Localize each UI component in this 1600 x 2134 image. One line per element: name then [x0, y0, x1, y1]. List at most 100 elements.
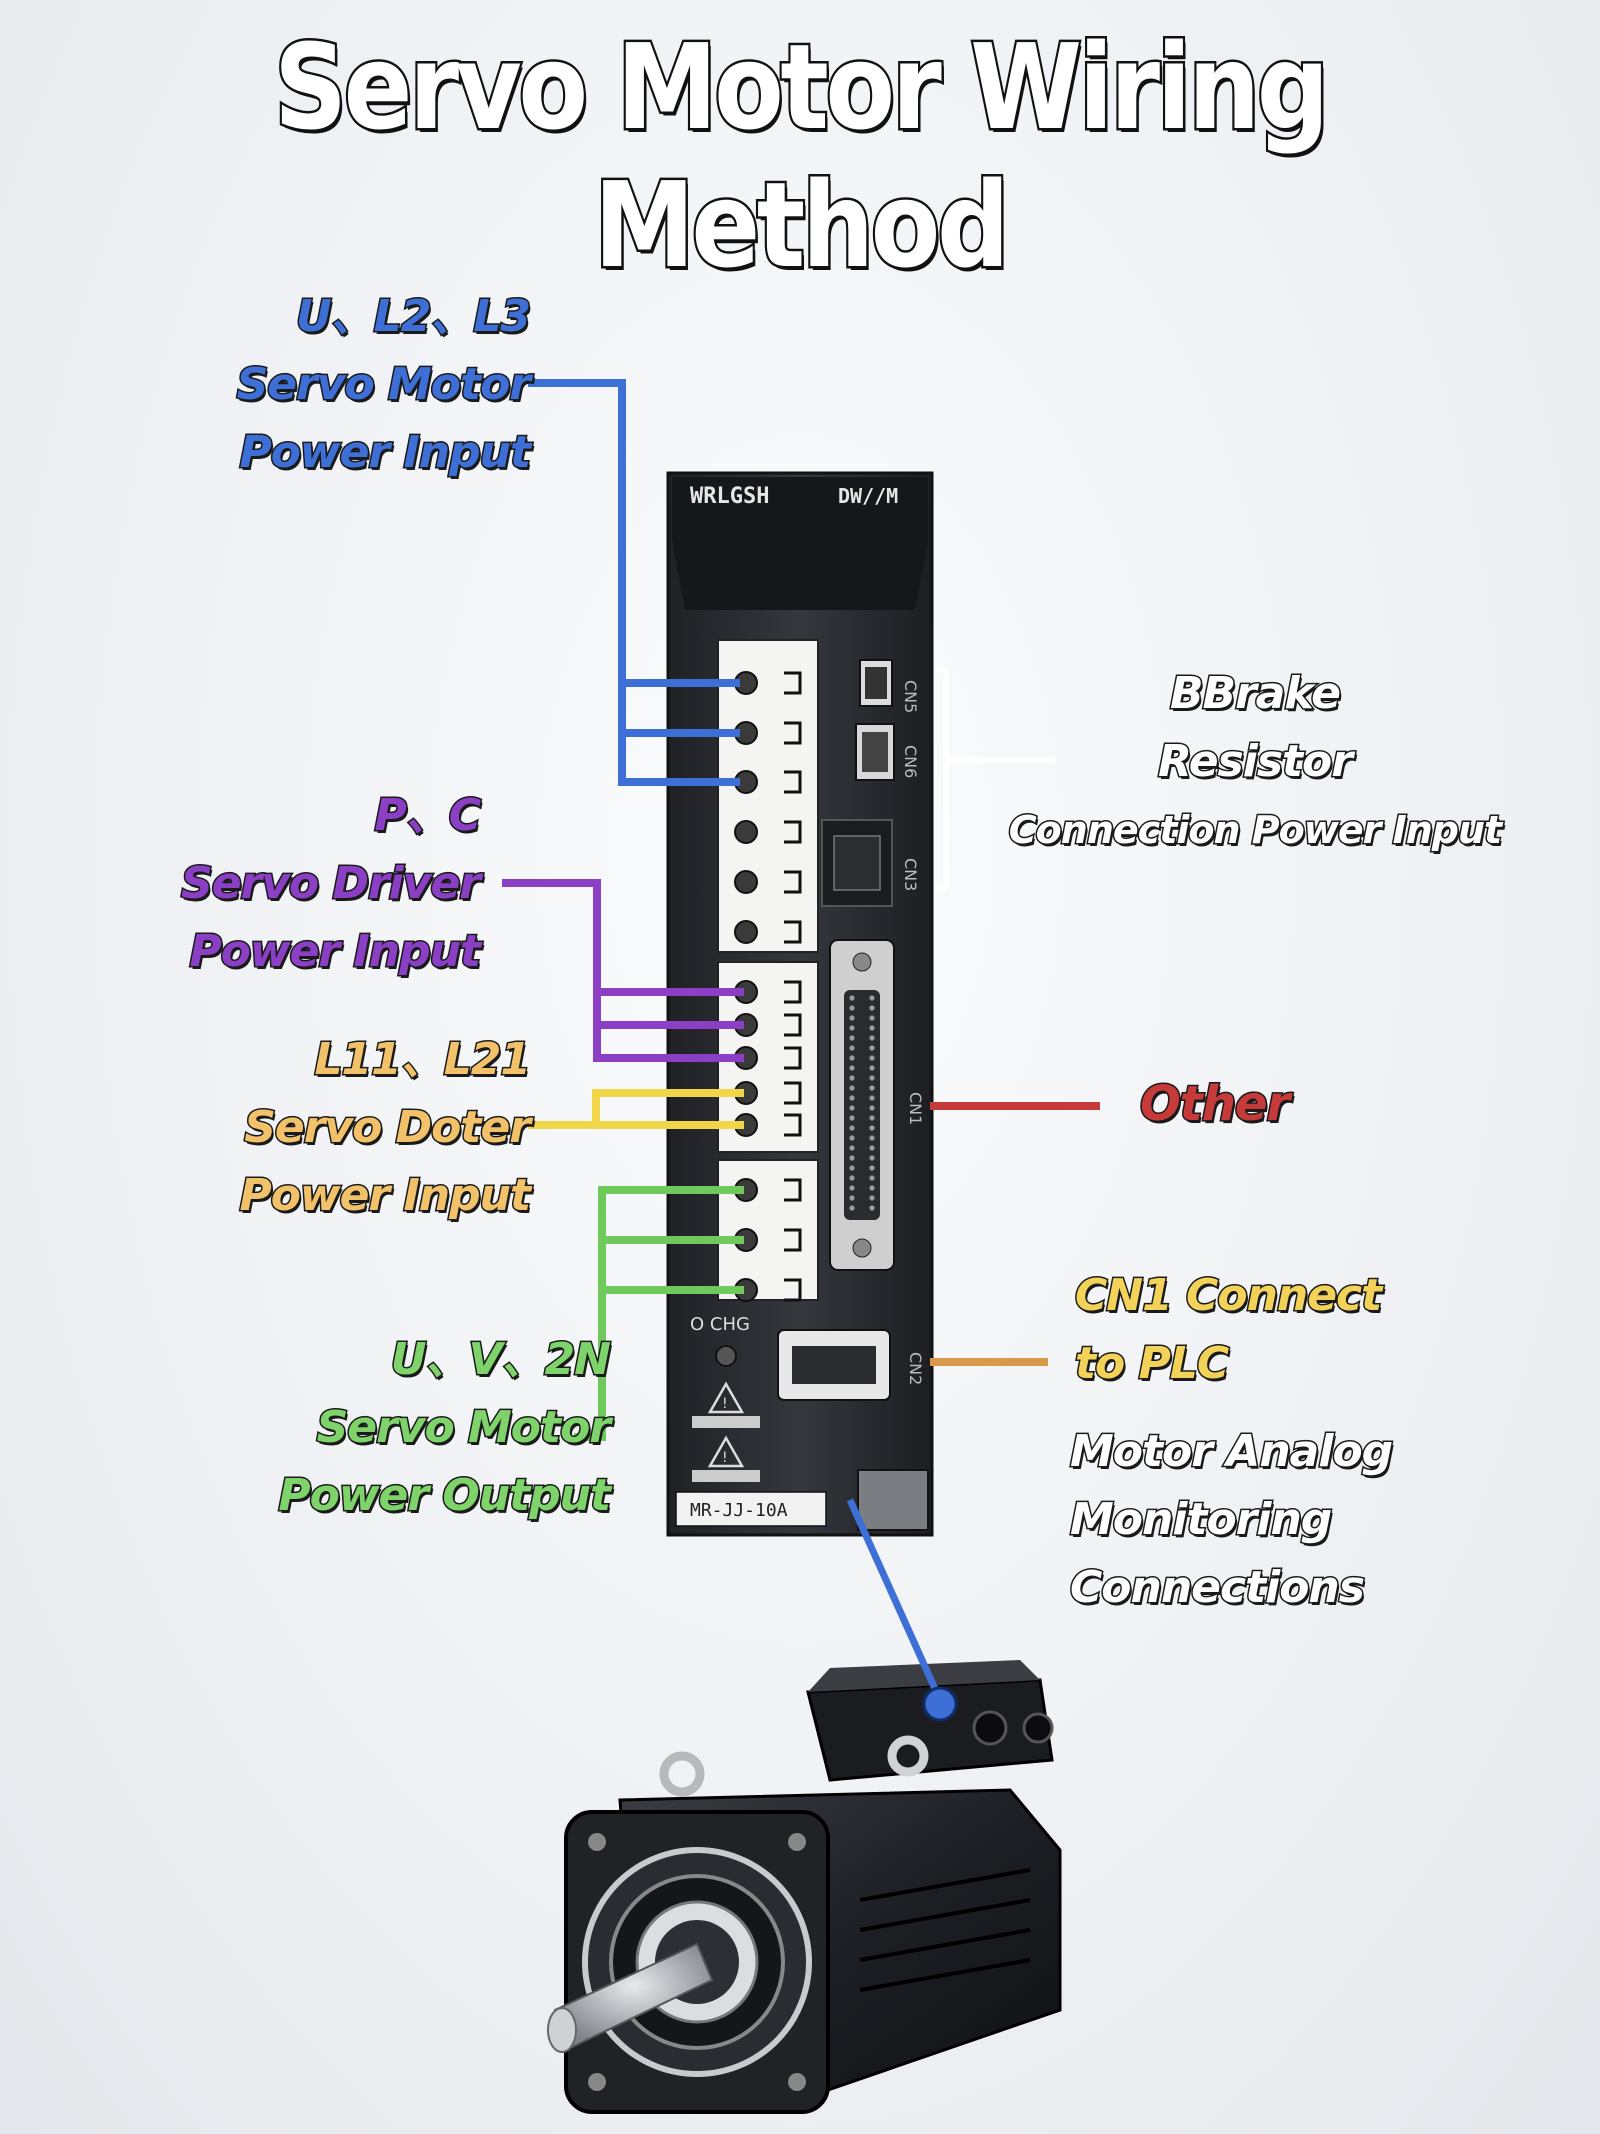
connector-pin — [869, 1125, 875, 1131]
connector-pin — [849, 1065, 855, 1071]
encoder-plug — [922, 1686, 958, 1722]
label-line: Monitoring — [1068, 1493, 1333, 1547]
connector-pin — [849, 1075, 855, 1081]
connector-pin — [849, 1125, 855, 1131]
drive-model-top: DW//M — [838, 484, 898, 508]
connector-pin — [849, 1195, 855, 1201]
connector-pin — [869, 1055, 875, 1061]
wire-motor-output — [574, 1186, 744, 1441]
connector-pin — [849, 1175, 855, 1181]
label-line: Servo Motor — [235, 358, 532, 412]
port-label-cn5: CN5 — [901, 680, 920, 713]
port-label-cn2: CN2 — [906, 1352, 925, 1385]
svg-text:!: ! — [722, 1396, 728, 1412]
screw-terminal-icon — [734, 920, 758, 944]
servo-drive: WRLGSH DW//M CN5 CN6 CN3 — [666, 471, 934, 1537]
terminal-block-output — [717, 1159, 819, 1301]
connector-pin — [849, 1005, 855, 1011]
connector-pin — [849, 1155, 855, 1161]
terminal-slot — [784, 1013, 802, 1037]
label-other: Other — [1138, 1075, 1291, 1134]
connector-pin — [849, 1105, 855, 1111]
connector-pin — [849, 1025, 855, 1031]
connector-pin — [869, 1025, 875, 1031]
label-line: Connection Power Input — [1007, 807, 1503, 854]
connector-pin — [849, 1095, 855, 1101]
screw-terminal-icon — [734, 870, 758, 894]
terminal-slot — [784, 920, 802, 944]
connector-pin — [869, 1145, 875, 1151]
connector-pin — [869, 1085, 875, 1091]
connector-pin — [869, 1005, 875, 1011]
wire-encoder-cable — [846, 1498, 944, 1702]
connector-pin — [869, 1115, 875, 1121]
model-plate-text: MR-JJ-10A — [690, 1500, 788, 1521]
connector-pin — [869, 1175, 875, 1181]
port-label-cn1: CN1 — [906, 1092, 925, 1125]
connector-pin — [849, 1085, 855, 1091]
connector-pin — [849, 1035, 855, 1041]
terminal-slot — [784, 980, 802, 1004]
connector-pin — [849, 1185, 855, 1191]
label-power-input-main: U、L2、L3 Servo Motor Power Input — [120, 283, 533, 487]
connector-pin — [869, 1075, 875, 1081]
terminal-slot — [784, 721, 802, 745]
label-line: Motor Analog — [1068, 1425, 1394, 1479]
terminal-slot — [784, 820, 802, 844]
label-line: CN1 Connect — [1073, 1269, 1383, 1323]
connector-pin — [869, 1205, 875, 1211]
warning-triangle-icon: ! — [692, 1435, 760, 1482]
warning-triangle-icon: ! — [692, 1381, 760, 1428]
connector-pin — [869, 1045, 875, 1051]
label-driver-power-input: P、C Servo Driver Power Input — [80, 782, 483, 986]
connector-pin — [849, 1205, 855, 1211]
label-line: Power Input — [238, 426, 533, 480]
connector-pin — [869, 1195, 875, 1201]
label-line: Power Input — [238, 1169, 533, 1223]
charge-label: O CHG — [690, 1314, 750, 1335]
label-control-power-input: L11、L21 Servo Doter Power Input — [120, 1026, 533, 1230]
label-line: Servo Motor — [315, 1401, 612, 1455]
label-terminal-names: U、L2、L3 — [294, 290, 532, 344]
screw-terminal-icon — [734, 820, 758, 844]
label-brake-resistor: BBrake Resistor Connection Power Input — [975, 660, 1535, 864]
connector-pin — [849, 1135, 855, 1141]
connector-pin — [869, 1035, 875, 1041]
model-plate — [675, 1491, 827, 1527]
page-title: Servo Motor Wiring Method — [272, 16, 1332, 297]
connector-pin — [869, 995, 875, 1001]
label-terminal-names: P、C — [373, 789, 483, 843]
svg-text:!: ! — [722, 1450, 728, 1466]
wire-driver-power-input — [502, 879, 744, 1062]
connector-pin — [849, 1045, 855, 1051]
connector-pin — [869, 1185, 875, 1191]
label-line: Servo Doter — [243, 1101, 533, 1155]
connector-pin — [869, 1165, 875, 1171]
connector-pin — [849, 1165, 855, 1171]
label-line: Resistor — [1157, 735, 1355, 789]
connector-pin — [849, 1115, 855, 1121]
label-line: Servo Driver — [180, 857, 483, 911]
terminal-slot — [784, 870, 802, 894]
connector-pin — [849, 1145, 855, 1151]
bracket-brake-resistor — [936, 667, 1055, 891]
label-line: Power Input — [188, 925, 483, 979]
terminal-slot — [784, 1113, 802, 1137]
connector-pin — [869, 1095, 875, 1101]
connector-pin — [869, 1065, 875, 1071]
terminal-slot — [784, 1081, 802, 1105]
label-terminal-names: U、V、2N — [389, 1333, 612, 1387]
label-line: to PLC — [1073, 1337, 1230, 1391]
connector-pin — [849, 1015, 855, 1021]
connector-pin — [869, 1135, 875, 1141]
label-line: Power Output — [277, 1469, 613, 1523]
port-label-cn3: CN3 — [901, 858, 920, 891]
connector-pin — [869, 1015, 875, 1021]
servo-motor — [547, 1660, 1062, 2114]
connector-pin — [849, 1055, 855, 1061]
label-line: BBrake — [1169, 667, 1343, 721]
label-analog-monitoring: Motor Analog Monitoring Connections — [1068, 1418, 1394, 1622]
connector-pin — [869, 1155, 875, 1161]
connector-pin — [869, 1105, 875, 1111]
